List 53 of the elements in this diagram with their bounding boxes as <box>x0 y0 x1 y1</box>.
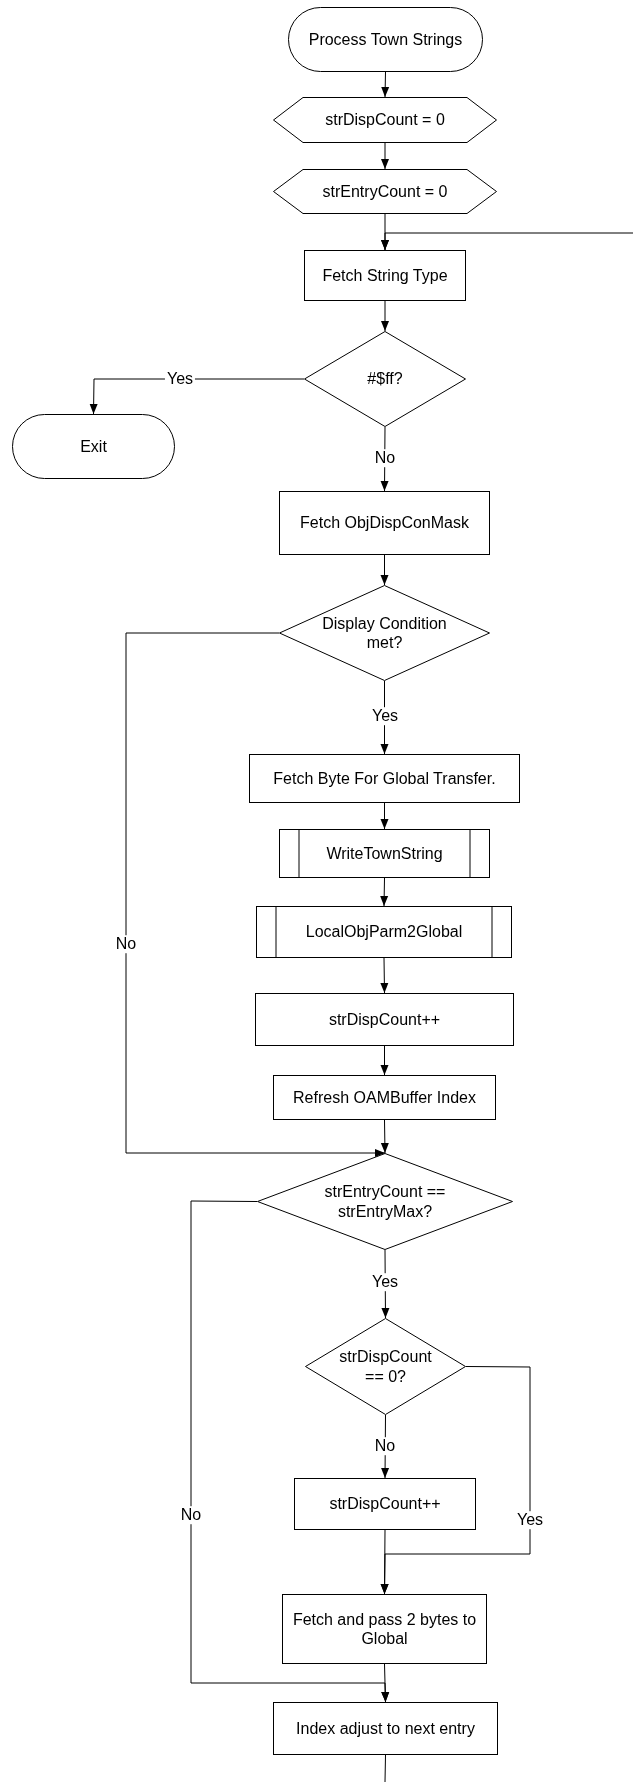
edge-label: Yes <box>369 707 401 725</box>
edge-label: Yes <box>514 1511 546 1529</box>
node-label: Fetch ObjDispConMask <box>300 513 469 533</box>
process-box <box>273 1075 496 1120</box>
arrow <box>381 142 389 170</box>
decision-diamond <box>305 1318 466 1415</box>
arrow <box>380 1119 389 1154</box>
decision-diamond <box>304 331 466 427</box>
node-label: Process Town Strings <box>308 29 463 50</box>
connector-line <box>384 1754 386 1782</box>
decision-diamond <box>279 585 490 681</box>
arrow <box>381 71 390 98</box>
node-label: strDispCount = 0 <box>325 110 445 130</box>
node-label: #$ff? <box>367 369 403 389</box>
node-label: strEntryCount = 0 <box>322 181 448 202</box>
arrow <box>125 632 386 1157</box>
node-label: Fetch String Type <box>322 265 448 286</box>
process-box <box>255 993 514 1046</box>
node-label: WriteTownString <box>326 843 443 864</box>
arrow <box>381 232 633 251</box>
node-label: strDispCount == 0? <box>338 1347 433 1386</box>
preparation-hexagon <box>273 97 497 143</box>
arrow <box>381 300 389 332</box>
node-label: strEntryCount == strEntryMax? <box>323 1182 447 1221</box>
subroutine-box <box>256 906 512 958</box>
process-box <box>249 754 520 803</box>
process-box <box>282 1594 487 1664</box>
start-terminal <box>288 7 483 72</box>
node-label: LocalObjParm2Global <box>305 922 463 942</box>
subroutine-box <box>279 829 490 878</box>
node-label: strDispCount++ <box>328 1009 441 1030</box>
arrow <box>380 554 389 586</box>
arrow <box>381 1663 390 1703</box>
arrow <box>380 1045 389 1076</box>
edge-label: Yes <box>369 1273 401 1291</box>
node-label: Exit <box>80 436 107 457</box>
node-label: Display Condition met? <box>321 613 448 653</box>
node-label: Fetch Byte For Global Transfer. <box>273 768 496 789</box>
arrow <box>380 1529 389 1595</box>
node-label: strDispCount++ <box>329 1494 441 1514</box>
process-box <box>273 1702 498 1755</box>
process-box <box>279 491 490 555</box>
preparation-hexagon <box>273 169 497 214</box>
node-label: Refresh OAMBuffer Index <box>293 1087 476 1108</box>
arrow <box>380 802 389 830</box>
arrow <box>380 877 389 907</box>
process-box <box>304 250 466 301</box>
node-label: Fetch and pass 2 bytes to Global <box>292 1609 477 1649</box>
node-label: Index adjust to next entry <box>296 1718 475 1739</box>
process-box <box>294 1478 476 1530</box>
decision-diamond <box>257 1153 513 1250</box>
arrow <box>380 957 389 994</box>
end-terminal <box>12 414 175 479</box>
